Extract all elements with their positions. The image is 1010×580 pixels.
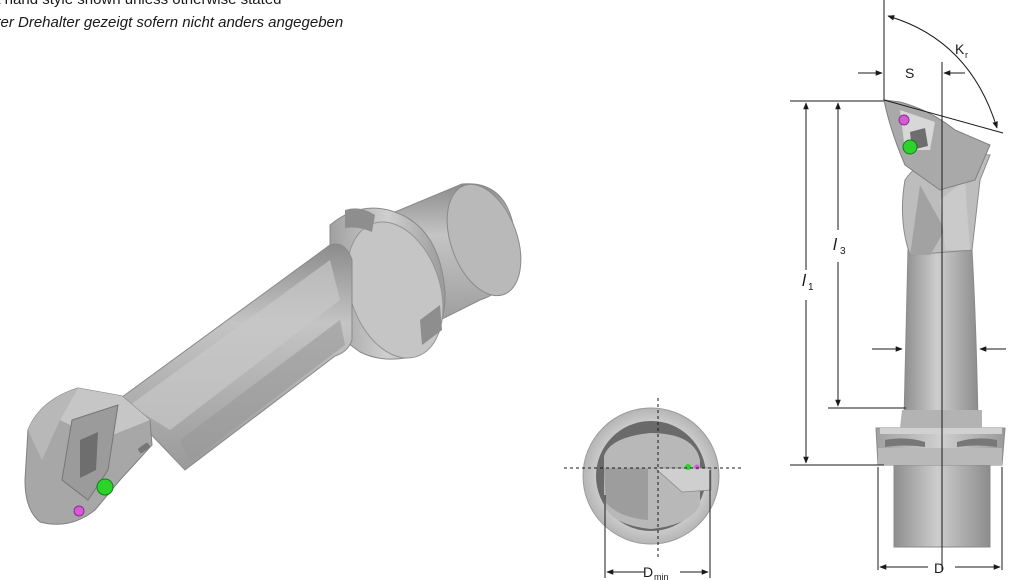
dmin-subscript: min <box>654 572 669 580</box>
tool-3d-view <box>24 183 522 525</box>
kr-subscript: r <box>965 50 968 60</box>
dmin-label: D <box>643 564 653 580</box>
caption-english: ht hand style shown unless otherwise sta… <box>0 0 282 8</box>
insert-screw-icon <box>73 505 85 517</box>
caption-german: hter Drehalter gezeigt sofern nicht ande… <box>0 14 344 31</box>
insert-screw-side-icon <box>898 114 910 126</box>
l3-label: l <box>833 235 838 254</box>
tool-front-view: D min <box>564 398 744 580</box>
tool-side-view: K r S l 1 l 3 D <box>790 0 1006 576</box>
clamp-screw-icon <box>96 478 114 496</box>
l1-label: l <box>802 271 807 290</box>
d-label: D <box>934 560 944 576</box>
s-label: S <box>905 65 914 81</box>
l1-subscript: 1 <box>808 282 814 293</box>
l3-subscript: 3 <box>840 246 846 257</box>
clamp-screw-side-icon <box>902 139 918 155</box>
kr-label: K <box>955 41 965 57</box>
